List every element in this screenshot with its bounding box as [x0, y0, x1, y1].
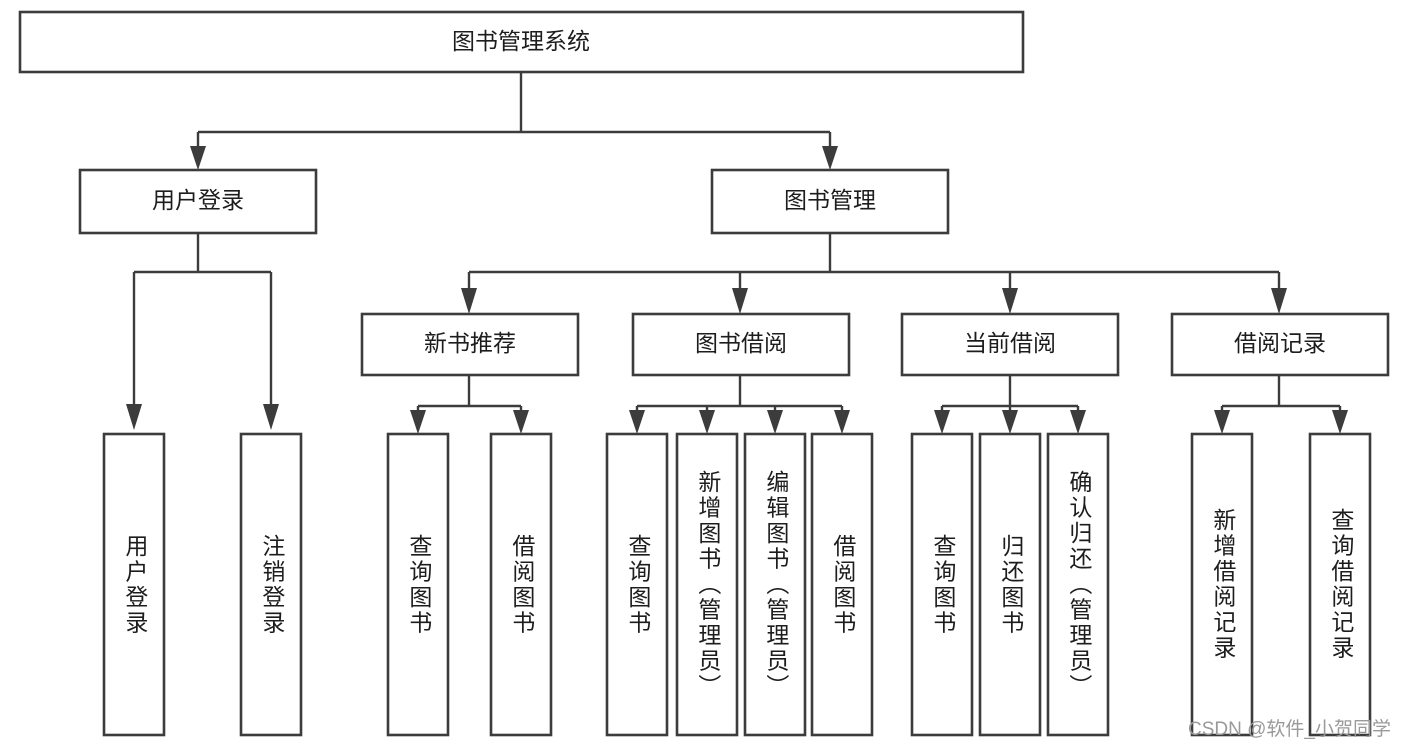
- arrow-book-manage-to-current-borrow: [1002, 288, 1018, 314]
- node-book-borrow-box[interactable]: [631, 312, 851, 377]
- connector-group-borrow-record: [1214, 375, 1348, 434]
- node-borrow-record-box[interactable]: [1170, 312, 1390, 377]
- arrow-book-borrow-to-leaf-2: [699, 410, 715, 434]
- connector-group-user-login: [126, 233, 279, 430]
- arrow-new-book-to-leaf-2: [513, 410, 529, 434]
- node-root-label: 图书管理系统: [452, 28, 590, 54]
- arrow-new-book-to-leaf-1: [410, 410, 426, 434]
- connector-group-root: [190, 72, 838, 170]
- arrow-borrow-record-to-leaf-2: [1332, 410, 1348, 434]
- arrow-current-borrow-to-leaf-3: [1070, 410, 1086, 434]
- leaf-box-confirm-return[interactable]: [1046, 432, 1110, 737]
- leaf-box-borrow-book-1[interactable]: [489, 432, 553, 737]
- node-new-book-recommend-label: 新书推荐: [424, 330, 516, 356]
- node-borrow-record[interactable]: 借阅记录: [1170, 312, 1390, 377]
- arrow-user-login-to-leaf-1: [126, 404, 142, 430]
- arrow-user-login-to-leaf-2: [263, 404, 279, 430]
- leaf-box-return-book[interactable]: [978, 432, 1042, 737]
- node-root-box[interactable]: [18, 10, 1025, 74]
- node-new-book-recommend-box[interactable]: [360, 312, 580, 377]
- node-book-borrow[interactable]: 图书借阅: [631, 312, 851, 377]
- leaf-box-query-book-2[interactable]: [605, 432, 669, 737]
- leaf-box-borrow-book-2[interactable]: [810, 432, 874, 737]
- node-book-manage-box[interactable]: [710, 168, 950, 235]
- node-user-login[interactable]: 用户登录: [78, 168, 318, 235]
- arrow-book-borrow-to-leaf-1: [629, 410, 645, 434]
- node-book-manage-label: 图书管理: [784, 187, 876, 213]
- node-current-borrow-label: 当前借阅: [964, 330, 1056, 356]
- arrow-book-borrow-to-leaf-4: [834, 410, 850, 434]
- connector-group-current-borrow: [934, 375, 1086, 434]
- arrow-borrow-record-to-leaf-1: [1214, 410, 1230, 434]
- connector-group-book-borrow: [629, 375, 850, 434]
- arrow-book-manage-to-borrow-record: [1271, 288, 1287, 314]
- connector-group-book-manage: [461, 233, 1287, 314]
- arrow-book-manage-to-new-book: [461, 288, 477, 314]
- leaf-box-user-login[interactable]: [102, 432, 166, 737]
- leaf-box-edit-book[interactable]: [743, 432, 807, 737]
- arrow-book-borrow-to-leaf-3: [767, 410, 783, 434]
- node-borrow-record-label: 借阅记录: [1234, 330, 1326, 356]
- arrow-root-to-user-login: [190, 146, 206, 170]
- leaf-boxes: [102, 432, 1372, 737]
- node-new-book-recommend[interactable]: 新书推荐: [360, 312, 580, 377]
- connector-group-new-book-recommend: [410, 375, 529, 434]
- leaf-box-query-record[interactable]: [1308, 432, 1372, 737]
- leaf-box-add-book[interactable]: [675, 432, 739, 737]
- node-user-login-label: 用户登录: [152, 187, 244, 213]
- leaf-box-user-logout[interactable]: [239, 432, 303, 737]
- arrow-current-borrow-to-leaf-1: [934, 410, 950, 434]
- leaf-box-query-book-1[interactable]: [386, 432, 450, 737]
- node-root[interactable]: 图书管理系统: [18, 10, 1025, 74]
- node-current-borrow-box[interactable]: [900, 312, 1120, 377]
- node-book-manage[interactable]: 图书管理: [710, 168, 950, 235]
- arrow-current-borrow-to-leaf-2: [1002, 410, 1018, 434]
- leaf-box-add-record[interactable]: [1190, 432, 1254, 737]
- arrow-book-manage-to-book-borrow: [732, 288, 748, 314]
- leaf-box-query-book-3[interactable]: [910, 432, 974, 737]
- node-current-borrow[interactable]: 当前借阅: [900, 312, 1120, 377]
- node-book-borrow-label: 图书借阅: [695, 330, 787, 356]
- arrow-root-to-book-manage: [822, 146, 838, 170]
- node-user-login-box[interactable]: [78, 168, 318, 235]
